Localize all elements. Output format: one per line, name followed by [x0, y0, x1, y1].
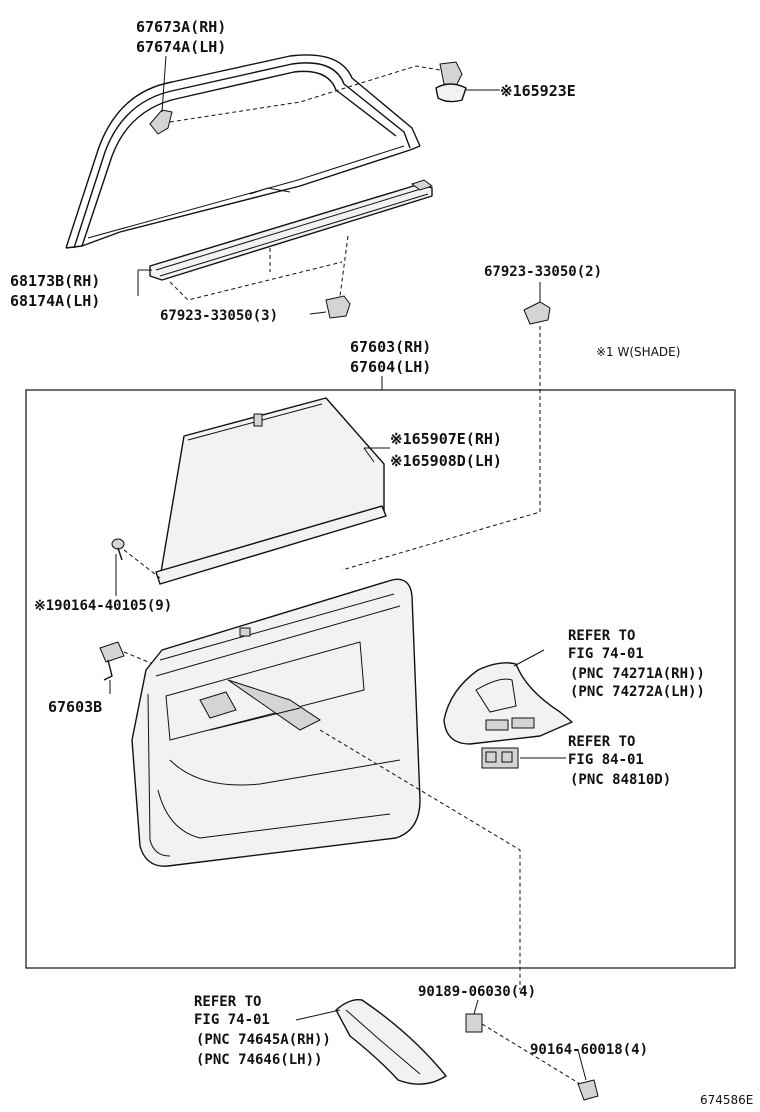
dash-panel-to-screw — [319, 729, 521, 990]
dash-belt-clips-1 — [169, 261, 343, 301]
label-refer1-line3: (PNC 74271A(RH)) — [570, 666, 705, 682]
leader-90189 — [473, 999, 479, 1015]
leader-67923-3 — [309, 311, 327, 315]
label-refer1-line2: FIG 74-01 — [568, 646, 644, 662]
leader-90164 — [577, 1049, 587, 1081]
label-refer3-line1: REFER TO — [194, 994, 261, 1010]
dash-to-165923E — [169, 65, 441, 123]
label-90189: 90189-06030(4) — [418, 984, 536, 1000]
dash-clip2-to-panel — [341, 326, 541, 571]
label-shade-note: ※1 W(SHADE) — [596, 345, 680, 359]
label-67923-2: 67923-33050(2) — [484, 264, 602, 280]
rear-door-sunshade — [155, 397, 387, 585]
screw-190164 — [111, 538, 125, 561]
label-67674A: 67674A(LH) — [136, 38, 226, 56]
glass-run-clip-165923E — [435, 61, 467, 103]
moulding-clip — [149, 109, 173, 135]
leader-67673A — [161, 55, 167, 113]
leader-165908D — [363, 447, 375, 463]
label-68173B: 68173B(RH) — [10, 272, 100, 290]
label-refer2-line1: REFER TO — [568, 734, 635, 750]
power-window-switch-ref — [481, 747, 519, 769]
dash-clip-to-screw — [481, 1023, 591, 1091]
label-refer3-line3: (PNC 74645A(RH)) — [196, 1032, 331, 1048]
belt-moulding — [149, 179, 434, 281]
label-165908D: ※165908D(LH) — [390, 452, 502, 470]
leader-refer3 — [295, 1009, 341, 1021]
figure-id: 674586E — [700, 1093, 753, 1107]
label-refer1-line4: (PNC 74272A(LH)) — [570, 684, 705, 700]
label-165907E: ※165907E(RH) — [390, 430, 502, 448]
label-165923E: ※165923E — [500, 82, 576, 100]
clip-90189 — [465, 1013, 483, 1033]
leader-refer1 — [513, 649, 545, 667]
label-67923-3: 67923-33050(3) — [160, 308, 278, 324]
label-190164: ※190164-40105(9) — [34, 598, 172, 614]
label-refer2-line2: FIG 84-01 — [568, 752, 644, 768]
dash-screw-to-shade — [123, 549, 161, 579]
label-refer3-line2: FIG 74-01 — [194, 1012, 270, 1028]
label-refer1-line1: REFER TO — [568, 628, 635, 644]
label-67603: 67603(RH) — [350, 338, 431, 356]
label-refer2-line3: (PNC 84810D) — [570, 772, 671, 788]
label-67603B: 67603B — [48, 698, 102, 716]
label-67673A: 67673A(RH) — [136, 18, 226, 36]
glass-run-weatherstrip — [65, 54, 421, 249]
label-67604: 67604(LH) — [350, 358, 431, 376]
lower-trim-piece-ref — [335, 999, 447, 1085]
armrest-cover-ref — [443, 662, 573, 745]
rear-door-trim-panel — [131, 578, 421, 867]
assembly-frame — [25, 389, 736, 969]
label-refer3-line4: (PNC 74646(LH)) — [196, 1052, 322, 1068]
screw-90164 — [577, 1079, 599, 1101]
label-90164: 90164-60018(4) — [530, 1042, 648, 1058]
belt-clip-2 — [523, 301, 551, 325]
label-68174A: 68174A(LH) — [10, 292, 100, 310]
dash-belt-clips-3 — [339, 235, 349, 297]
trim-clip-67603B — [99, 641, 125, 681]
belt-clip-3 — [325, 295, 351, 319]
